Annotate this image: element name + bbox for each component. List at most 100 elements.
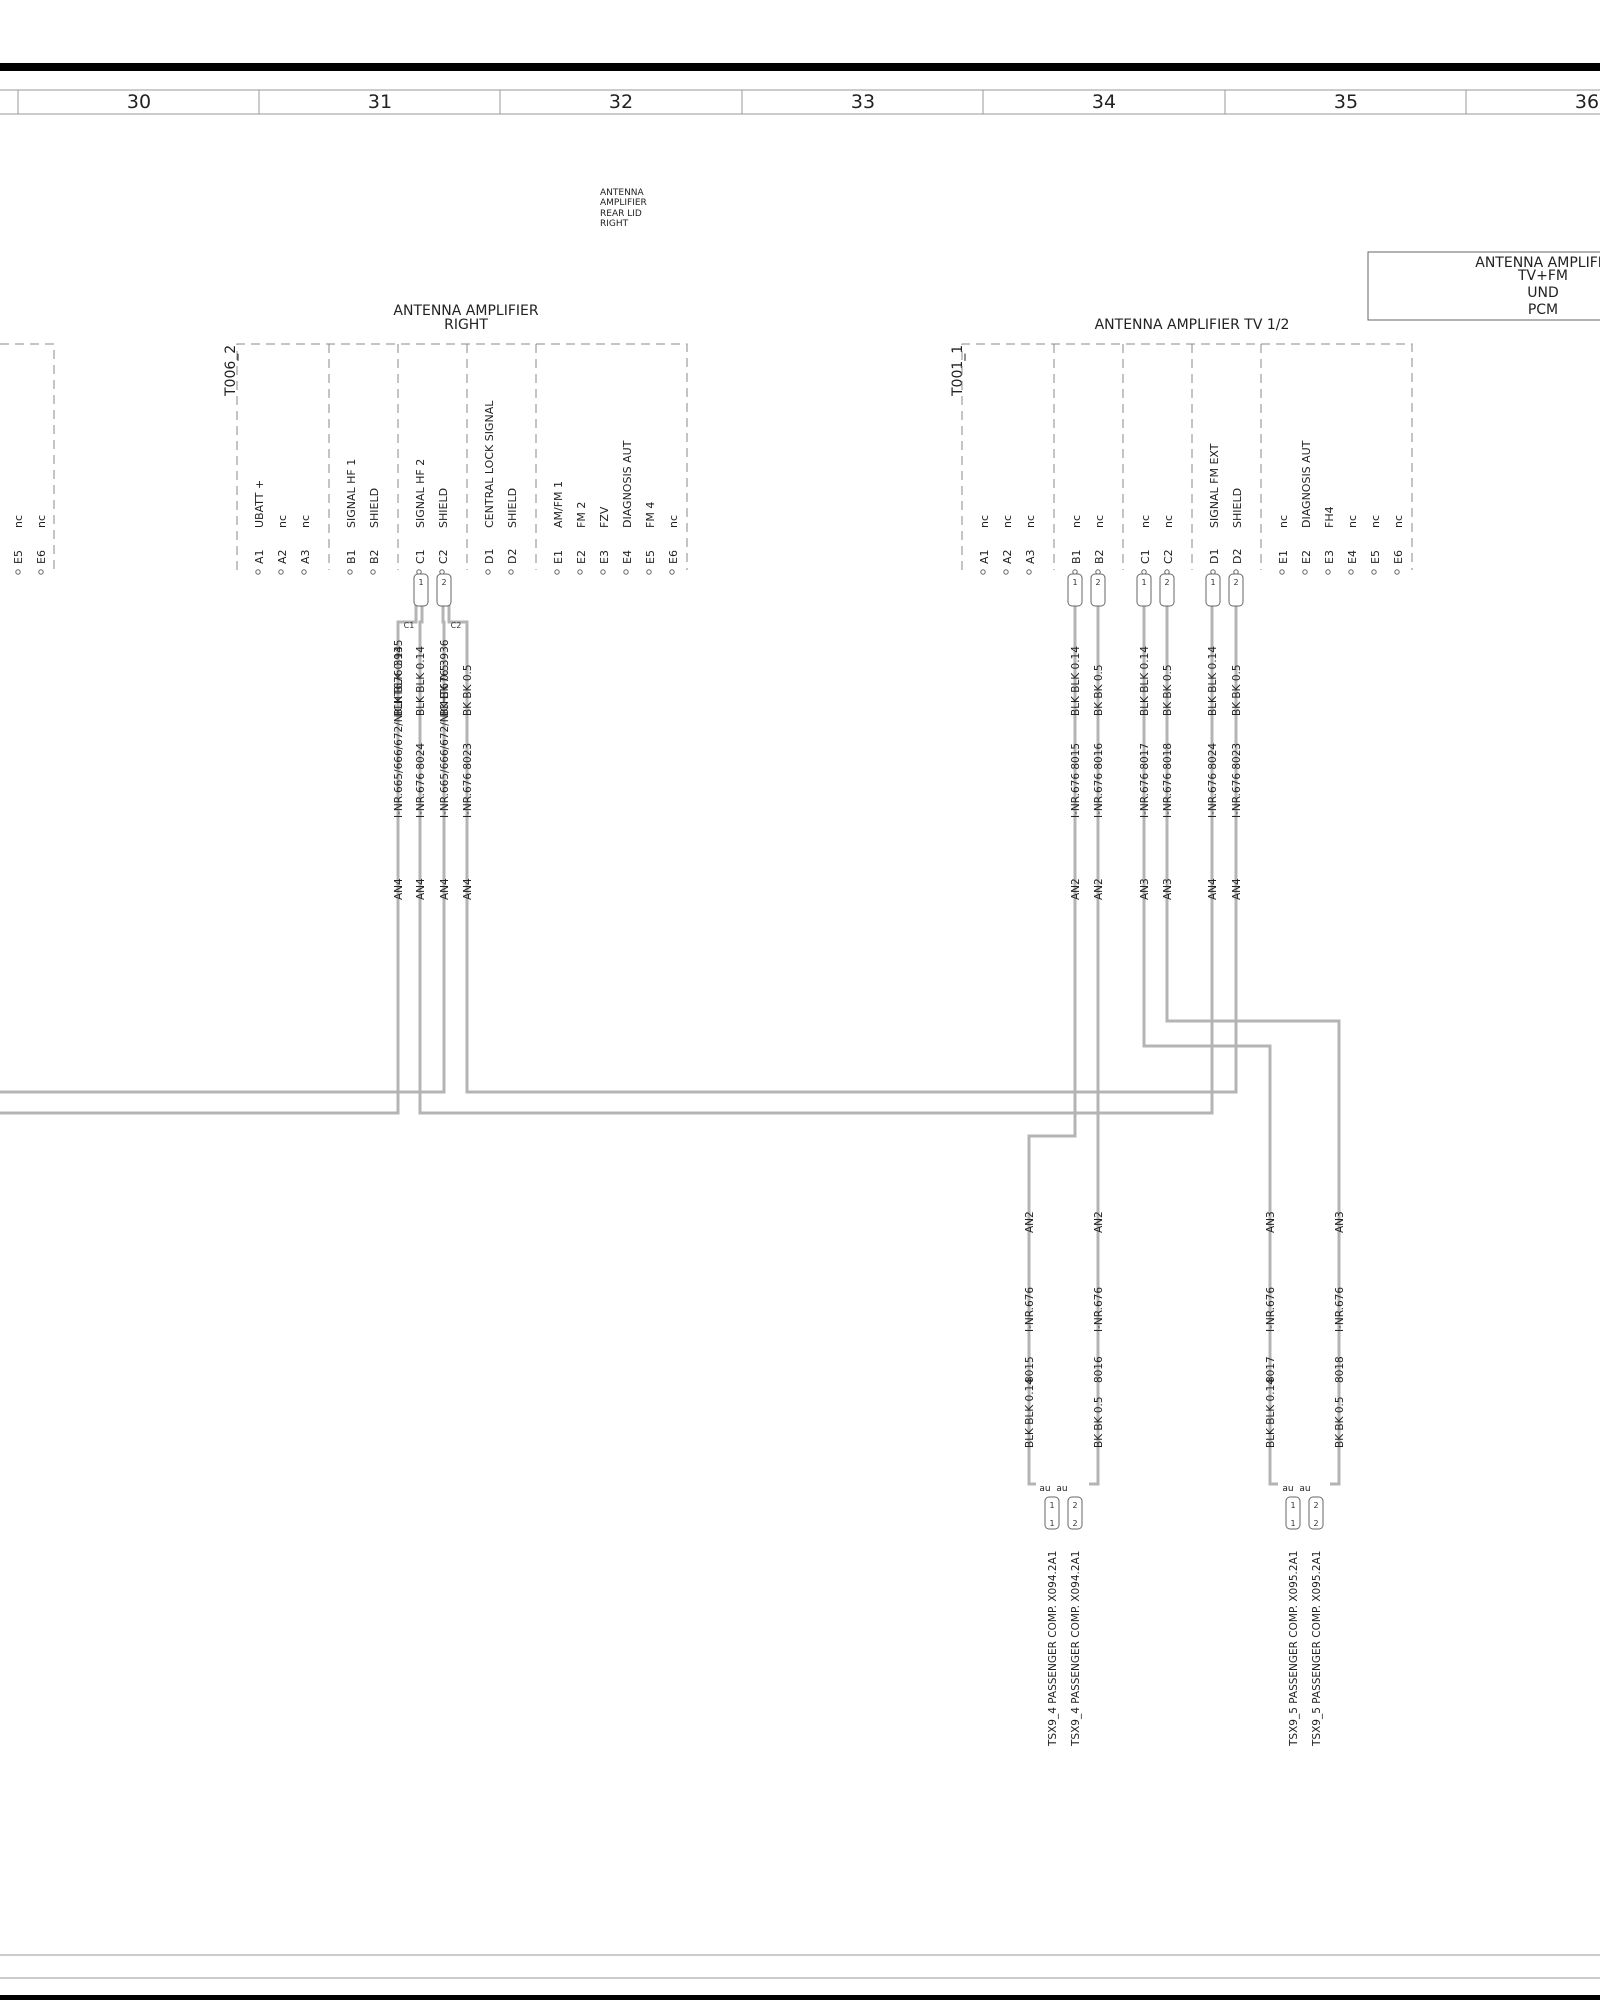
- pin-terminal: [485, 569, 491, 575]
- wire-harness-label: AN2: [1024, 1211, 1036, 1233]
- pin-number: A3: [1024, 549, 1037, 564]
- pin-label: nc: [1001, 515, 1014, 528]
- pin-label: nc: [35, 515, 48, 528]
- wire-inr-label: I-NR.676: [1024, 1287, 1036, 1332]
- wire: [0, 590, 446, 1094]
- connector-terminal: [413, 573, 429, 607]
- pin-label: AM/FM 1: [552, 481, 565, 528]
- connector-number: 1: [1290, 1501, 1295, 1510]
- wire-number-label: 8018: [1334, 1356, 1346, 1383]
- wire: [418, 582, 1214, 1115]
- column-number: 36: [1575, 91, 1599, 113]
- wire: [447, 582, 1238, 1094]
- wire-color-label: BK BK 0.5: [1334, 1396, 1346, 1448]
- wire-id-label: I-NR.676 8017: [1139, 743, 1151, 818]
- pin-label: nc: [299, 515, 312, 528]
- wire-harness-label: AN3: [1334, 1211, 1346, 1233]
- wire-harness-label: AN2: [1093, 878, 1105, 900]
- column-dividers: [17, 90, 1467, 114]
- wire-color-label: BK BK 0.5: [439, 664, 451, 716]
- pin-number: E4: [1346, 550, 1359, 564]
- pin-label: SHIELD: [506, 488, 519, 528]
- column-number: 33: [851, 91, 875, 113]
- wire: [1027, 582, 1077, 1486]
- connector-number: 2: [1313, 1519, 1318, 1528]
- connector-label: TSX9_5 PASSENGER COMP. X095.2A1: [1288, 1551, 1300, 1747]
- connector-number: 1: [1072, 578, 1077, 587]
- pin-number: C1: [1139, 549, 1152, 564]
- pin-number: E1: [552, 550, 565, 564]
- tab-label-au: au: [1056, 1484, 1067, 1494]
- pin-number: A1: [253, 549, 266, 564]
- column-number: 34: [1092, 91, 1116, 113]
- wire-color-label: BLK BLK 0.14: [1070, 646, 1082, 716]
- pin-number: A3: [299, 549, 312, 564]
- connector-terminal: [1136, 573, 1152, 607]
- pin-label: FZV: [598, 506, 611, 528]
- pin-number: A2: [276, 549, 289, 564]
- wire-color-label: BLK BLK 0.14: [1139, 646, 1151, 716]
- pin-terminal: [1325, 569, 1331, 575]
- pin-terminal: [278, 569, 284, 575]
- wire-id-label: I-NR.676 8023: [1231, 743, 1243, 818]
- pin-label: nc: [1162, 515, 1175, 528]
- wire-harness-label: AN3: [1162, 878, 1174, 900]
- wire-id-label: I-NR.676 8018: [1162, 743, 1174, 818]
- pin-number: E3: [1323, 550, 1336, 564]
- pin-terminal: [1003, 569, 1009, 575]
- wire-id-label: I-NR.676 8015: [1070, 743, 1082, 818]
- pin-number: E1: [1277, 550, 1290, 564]
- column-number: 35: [1334, 91, 1358, 113]
- wire-id-label: I-NR.676 8016: [1093, 743, 1105, 818]
- wire-inr-label: I-NR.676: [1334, 1287, 1346, 1332]
- wire-harness-label: AN3: [1139, 878, 1151, 900]
- pin-label: DIAGNOSIS AUT: [621, 440, 634, 528]
- pin-label: nc: [978, 515, 991, 528]
- pin-label: SIGNAL HF 1: [345, 459, 358, 528]
- pin-terminal: [347, 569, 353, 575]
- component-title: ANTENNA AMPLIFIER TV 1/2: [1095, 317, 1290, 333]
- pin-terminal: [669, 569, 675, 575]
- wire-color-label: BLK BLK 0.14: [393, 646, 405, 716]
- bottom-connector-boxes: [1044, 1496, 1324, 1530]
- connector-label: TSX9_4 PASSENGER COMP. X094.2A1: [1047, 1551, 1059, 1747]
- pin-terminal: [1394, 569, 1400, 575]
- pin-number: B1: [345, 549, 358, 564]
- box-line: PCM: [1528, 302, 1558, 318]
- pin-label: SHIELD: [437, 488, 450, 528]
- pin-label: nc: [667, 515, 680, 528]
- column-number: 31: [368, 91, 392, 113]
- pin-number: E6: [667, 550, 680, 564]
- pin-label: UBATT +: [253, 480, 266, 528]
- pin-terminal: [508, 569, 514, 575]
- note-line: REAR LID: [600, 209, 642, 219]
- pin-number: E2: [575, 550, 588, 564]
- pin-number: D2: [1231, 549, 1244, 564]
- connector-number: 2: [441, 578, 446, 587]
- pin-label: nc: [1139, 515, 1152, 528]
- pin-terminal: [15, 569, 21, 575]
- pin-label: nc: [1024, 515, 1037, 528]
- wire: [1165, 582, 1341, 1486]
- connector-terminal: [1159, 573, 1175, 607]
- note-line: ANTENNA: [600, 188, 645, 198]
- pin-number: B1: [1070, 549, 1083, 564]
- connector-number: 1: [1141, 578, 1146, 587]
- connector-terminal: [436, 573, 452, 607]
- column-number: 30: [127, 91, 151, 113]
- pin-number: D2: [506, 549, 519, 564]
- pin-label: nc: [1093, 515, 1106, 528]
- wire-harness-label: AN4: [439, 878, 451, 900]
- connector-number: 2: [1072, 1501, 1077, 1510]
- wire-color-label: BLK BLK 0.14: [1265, 1378, 1277, 1448]
- pin-number: E4: [621, 550, 634, 564]
- connector-terminal: [1090, 573, 1106, 607]
- column-numbers: 30 31 32 33 34 35 36: [127, 91, 1599, 113]
- component-title: RIGHT: [444, 317, 488, 333]
- pin-label: DIAGNOSIS AUT: [1300, 440, 1313, 528]
- component-id: T001_1: [950, 345, 966, 397]
- group-dividers: [328, 344, 537, 570]
- connector-number: 2: [1072, 1519, 1077, 1528]
- pin-number: C1: [414, 549, 427, 564]
